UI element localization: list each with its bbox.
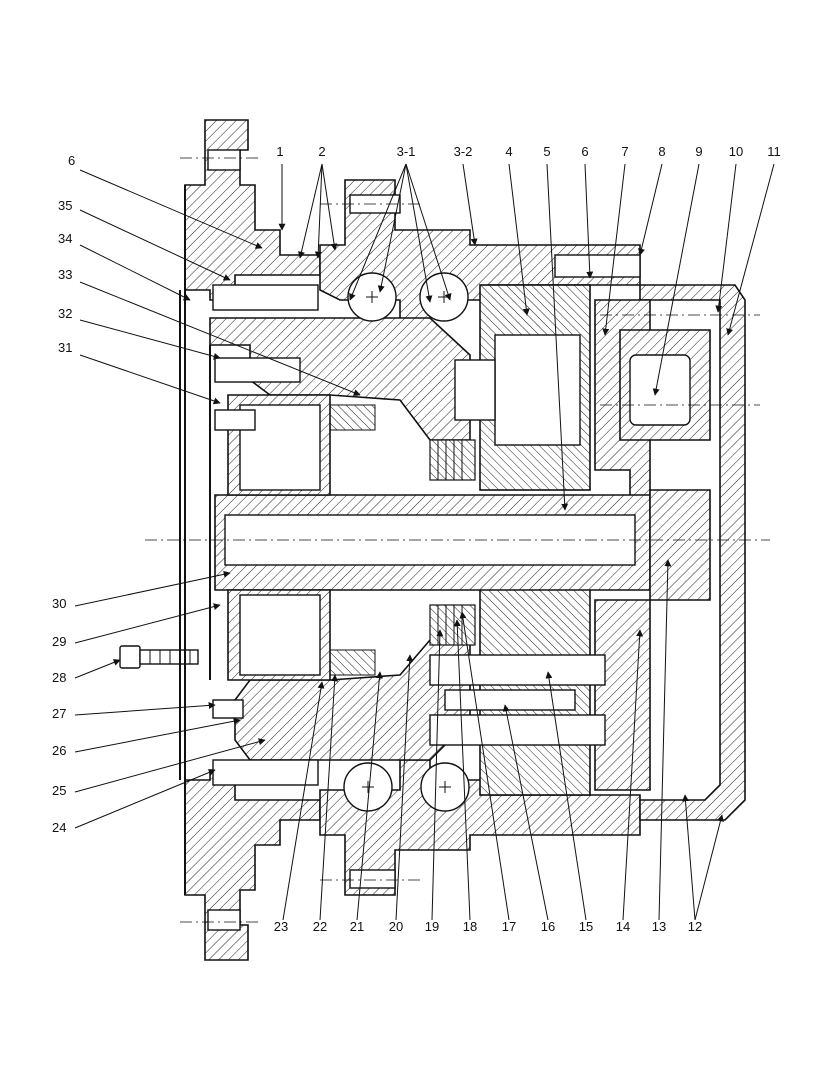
callout-label: 10 — [729, 144, 743, 159]
leader-line — [431, 629, 444, 921]
leader-line — [321, 163, 338, 251]
callout-label: 16 — [541, 919, 555, 934]
callout-label: 3-2 — [454, 144, 473, 159]
leader-line — [652, 163, 700, 396]
callout-label: 25 — [52, 783, 66, 798]
callout-label: 21 — [350, 919, 364, 934]
callout-label: 14 — [616, 919, 630, 934]
leader-line — [79, 209, 231, 281]
leader-line — [74, 701, 216, 716]
leader-line — [356, 671, 383, 921]
leader-lines — [74, 163, 775, 921]
leader-line — [74, 738, 266, 793]
leader-line — [405, 163, 433, 303]
callout-label: 9 — [695, 144, 702, 159]
leader-line — [546, 163, 569, 511]
callout-label: 32 — [58, 306, 72, 321]
mounting-flange — [184, 119, 321, 961]
cylinder-block — [429, 284, 606, 796]
leader-line — [74, 570, 231, 607]
callout-label: 27 — [52, 706, 66, 721]
callout-label: 17 — [502, 919, 516, 934]
ball-bearings — [343, 272, 470, 812]
callout-label: 2 — [318, 144, 325, 159]
callout-label: 19 — [425, 919, 439, 934]
callout-label: 12 — [688, 919, 702, 934]
callout-label: 24 — [52, 820, 66, 835]
leader-line — [462, 163, 478, 246]
callout-label: 4 — [505, 144, 512, 159]
leader-line — [377, 163, 407, 293]
leader-line — [502, 704, 549, 921]
leader-line — [74, 717, 241, 753]
leader-line — [79, 169, 263, 249]
leader-line — [79, 319, 221, 360]
callout-label: 29 — [52, 634, 66, 649]
callout-label: 34 — [58, 231, 72, 246]
leader-line — [298, 163, 323, 259]
leader-line — [74, 659, 121, 679]
callout-label: 15 — [579, 919, 593, 934]
callout-label: 31 — [58, 340, 72, 355]
leader-line — [319, 674, 339, 921]
leader-line — [74, 603, 221, 644]
brake-discs — [329, 404, 476, 676]
callout-label: 7 — [621, 144, 628, 159]
leader-line — [638, 163, 663, 256]
callout-label: 26 — [52, 743, 66, 758]
leader-line — [79, 281, 361, 396]
callout-label: 3-1 — [397, 144, 416, 159]
leader-line — [545, 671, 587, 921]
leader-line — [694, 814, 724, 921]
output-shaft — [214, 394, 711, 681]
leader-line — [405, 163, 452, 301]
callout-label: 8 — [658, 144, 665, 159]
callout-label: 30 — [52, 596, 66, 611]
detached-bolt — [119, 645, 199, 669]
leader-line — [682, 794, 696, 921]
leader-line — [79, 354, 221, 405]
leader-line — [395, 654, 414, 921]
bolts — [212, 194, 691, 889]
callout-label: 20 — [389, 919, 403, 934]
leader-line — [584, 163, 594, 279]
callout-label: 11 — [767, 144, 781, 159]
callout-label: 22 — [313, 919, 327, 934]
callout-label: 23 — [274, 919, 288, 934]
leader-line — [622, 629, 644, 921]
callout-label: 35 — [58, 198, 72, 213]
leader-line — [726, 163, 775, 336]
callout-label: 6 — [581, 144, 588, 159]
callout-label: 6 — [68, 153, 75, 168]
leader-line — [282, 681, 325, 921]
leader-line — [74, 769, 216, 829]
leader-line — [715, 163, 737, 313]
leader-line — [508, 163, 530, 316]
callout-label: 33 — [58, 267, 72, 282]
callout-label: 13 — [652, 919, 666, 934]
callout-label: 28 — [52, 670, 66, 685]
callout-label: 1 — [276, 144, 283, 159]
callout-label: 18 — [463, 919, 477, 934]
leader-line — [349, 163, 407, 301]
leader-line — [79, 244, 191, 301]
leader-line — [453, 619, 471, 921]
leader-line — [314, 163, 323, 259]
callout-label: 5 — [543, 144, 550, 159]
leader-line — [602, 163, 626, 336]
leader-line — [459, 611, 510, 921]
leader-line — [658, 559, 672, 921]
